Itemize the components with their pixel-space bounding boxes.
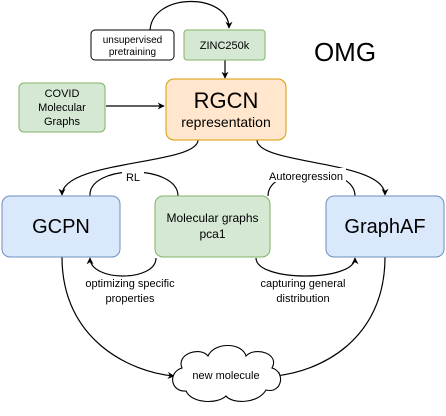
edge-graphaf-to-newmol — [273, 256, 386, 379]
edge-optimizing — [86, 257, 157, 277]
graphaf-node — [325, 195, 445, 258]
edge-capturing — [255, 257, 359, 277]
pretrain-label-line2: pretraining — [109, 47, 156, 58]
rgcn-label: RGCN — [194, 88, 259, 113]
diagram-title: OMG — [314, 37, 376, 67]
autoregression-label: Autoregression — [269, 171, 343, 183]
covid-label-line2: Molecular — [38, 102, 86, 114]
optimizing-label-line1: optimizing specific — [85, 278, 175, 290]
newmol-label: new molecule — [192, 370, 259, 382]
molgraphs-label-line2: pca1 — [199, 227, 225, 241]
edge-rgcn-to-graphaf — [256, 139, 389, 196]
pretrain-label-line1: unsupervised — [103, 35, 162, 46]
edge-gcpn-to-newmol — [61, 256, 175, 379]
edge-rgcn-to-gcpn — [58, 139, 199, 196]
rgcn-node — [165, 78, 287, 141]
newmol-cloud — [172, 344, 282, 402]
capturing-label-line1: capturing general — [260, 278, 345, 290]
optimizing-label-line2: properties — [106, 293, 155, 305]
zinc-node — [183, 29, 266, 61]
rl-label-bg — [122, 169, 144, 183]
rl-label: RL — [126, 172, 140, 184]
gcpn-node — [1, 195, 121, 258]
graphaf-label: GraphAF — [344, 216, 425, 238]
edge-pretrain-to-zinc — [149, 0, 233, 33]
molgraphs-node — [154, 195, 271, 258]
covid-label-line1: COVID — [45, 88, 80, 100]
gcpn-label: GCPN — [32, 216, 90, 238]
autoregression-label-bg — [266, 168, 346, 182]
covid-node — [18, 82, 106, 133]
capturing-label-line2: distribution — [276, 293, 329, 305]
molgraphs-label-line1: Molecular graphs — [166, 211, 258, 225]
covid-label-line3: Graphs — [44, 116, 81, 128]
rgcn-sublabel: representation — [181, 114, 271, 130]
pretrain-node — [90, 29, 175, 61]
zinc-label: ZINC250k — [200, 40, 250, 52]
